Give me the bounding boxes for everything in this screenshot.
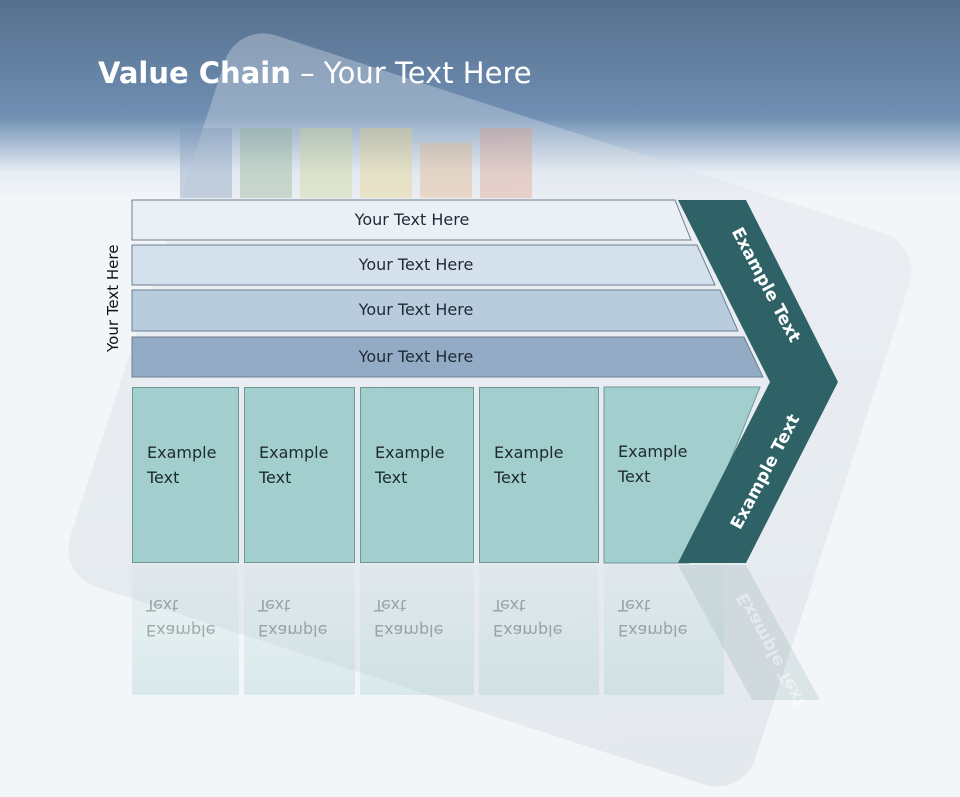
band-1-label: Your Text Here: [354, 209, 470, 229]
header-banner: [0, 0, 960, 200]
diagram-shapes: [131, 199, 838, 700]
title-bold: Value Chain: [98, 56, 291, 90]
band-3: Your Text Here: [132, 290, 700, 328]
chevron-reflection: [678, 565, 820, 700]
band-4-label: Your Text Here: [358, 346, 474, 366]
band-3-label: Your Text Here: [358, 299, 474, 319]
band-2-label: Your Text Here: [358, 254, 474, 274]
band-1: Your Text Here: [132, 200, 692, 238]
band-shape-2: [131, 244, 716, 286]
chevron-shape: [678, 200, 838, 563]
box-1-line1: Example: [147, 443, 217, 462]
band-shape-4: [131, 336, 764, 378]
box-4-line1: Example: [494, 443, 564, 462]
band-shape-1: [131, 199, 692, 241]
box-2-line1: Example: [259, 443, 329, 462]
box-1-line2: Text: [147, 468, 180, 487]
box-3-line1: Example: [375, 443, 445, 462]
band-shape-3: [131, 289, 739, 332]
band-4: Your Text Here: [132, 337, 700, 375]
slide-title: Value Chain – Your Text Here: [98, 56, 532, 90]
band-2: Your Text Here: [132, 245, 700, 283]
box-4-line2: Text: [494, 468, 527, 487]
background-bars-image: [180, 128, 540, 198]
box-3-line2: Text: [375, 468, 408, 487]
title-rest: – Your Text Here: [290, 56, 532, 90]
box-2-line2: Text: [259, 468, 292, 487]
box-5-line1: Example: [618, 442, 688, 461]
box-5-line2: Text: [618, 467, 651, 486]
